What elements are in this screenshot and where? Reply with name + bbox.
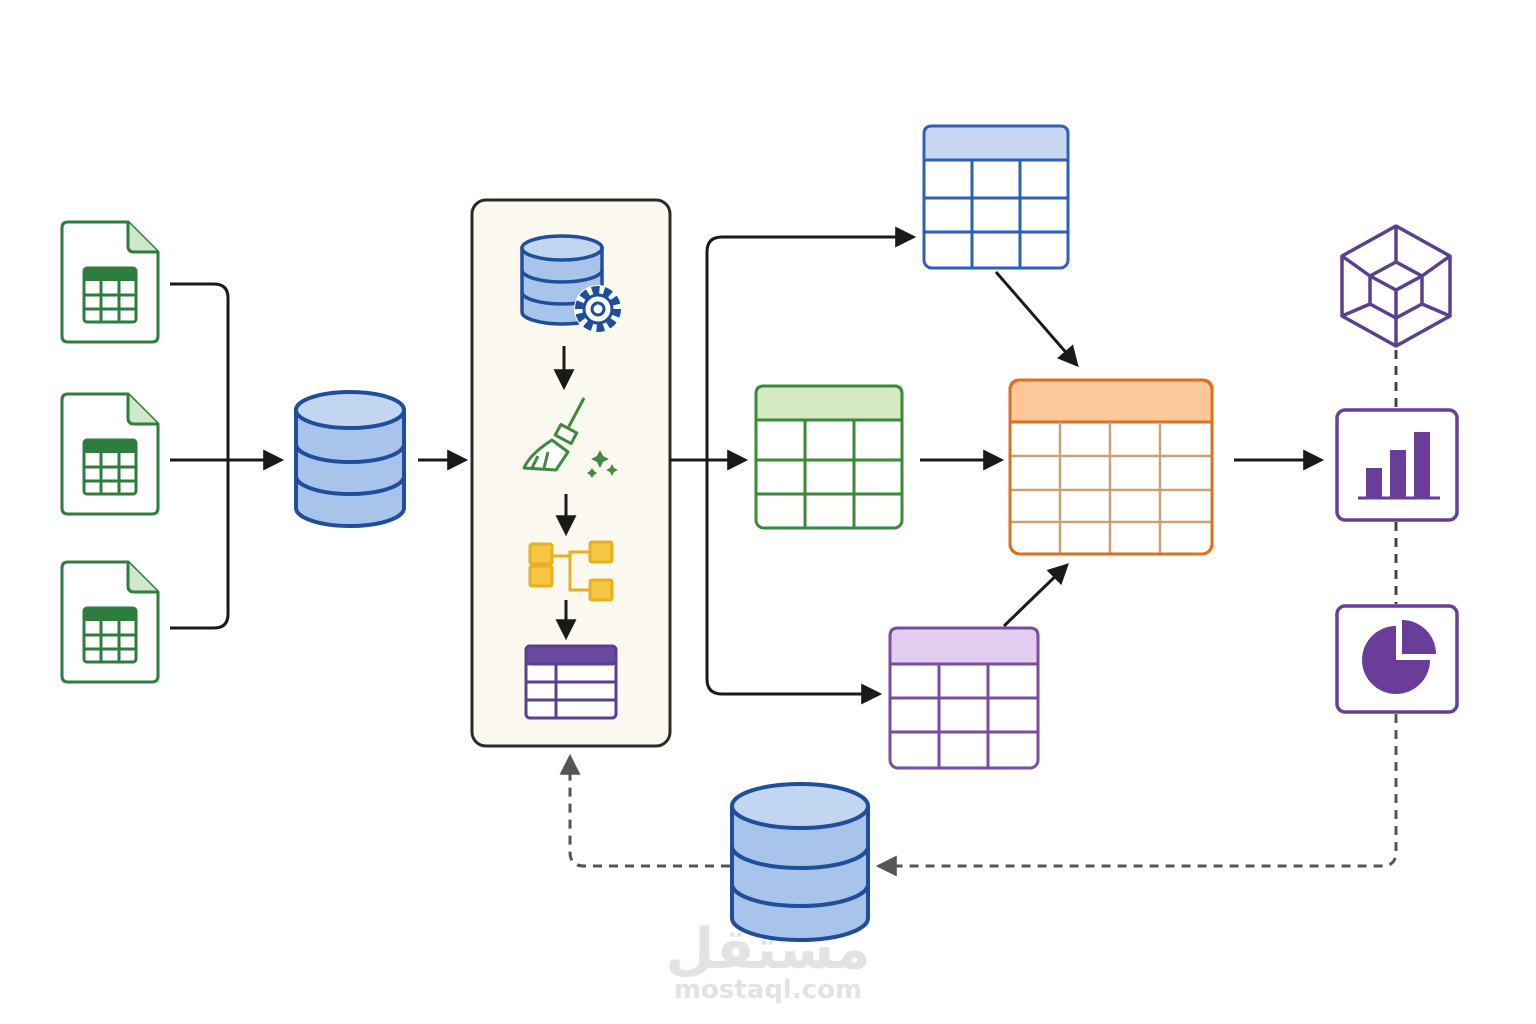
watermark-arabic: مستقل: [666, 917, 871, 982]
database-gear-icon: [520, 234, 622, 333]
feedback-database-icon: [730, 782, 870, 942]
broom-clean-icon: [522, 397, 618, 478]
cube-icon: [1340, 224, 1452, 348]
excel-file-icon: [60, 220, 160, 344]
feedback-loop: [559, 714, 1398, 877]
watermark-domain: mostaql.com: [674, 975, 862, 1005]
orange-fact-table-icon: [1008, 378, 1214, 556]
distribution-connectors: [670, 226, 917, 705]
data-model-icon: [528, 540, 614, 602]
excel-file-icon: [60, 392, 160, 516]
excel-file-icon: [60, 560, 160, 684]
pie-chart-icon: [1335, 604, 1459, 714]
violet-table-icon: [888, 626, 1040, 770]
etl-process-box: [470, 198, 672, 748]
fact-connectors: [920, 271, 1325, 628]
watermark: مستقل mostaql.com: [666, 917, 871, 1005]
bar-chart-icon: [1335, 408, 1459, 522]
blue-table-icon: [922, 124, 1070, 270]
green-table-icon: [754, 384, 904, 530]
table-icon: [524, 644, 618, 720]
staging-database-icon: [294, 390, 406, 528]
source-connectors: [170, 282, 285, 630]
